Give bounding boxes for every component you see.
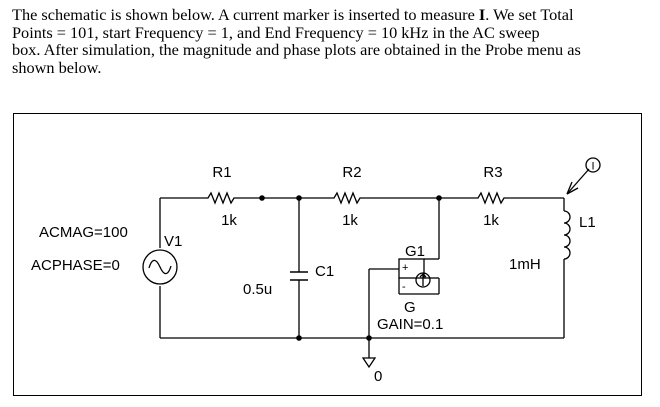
schematic-frame: R1 1k R2 1k R3 1k ACMAG=100 ACPHASE=0 V1… (13, 113, 642, 396)
problem-text: The schematic is shown below. A current … (12, 6, 652, 76)
g1-minus-label: - (402, 281, 406, 293)
ac-source-v1 (142, 249, 178, 285)
text-line-3: box. After simulation, the magnitude and… (12, 40, 581, 59)
ground-label: 0 (374, 368, 382, 385)
schematic-diagram: R1 1k R2 1k R3 1k ACMAG=100 ACPHASE=0 V1… (31, 157, 601, 385)
capacitor-c1 (290, 271, 308, 281)
l1-value-label: 1mH (509, 256, 541, 273)
g1-g-label: G (404, 299, 416, 316)
text-line-1: The schematic is shown below. A current … (12, 5, 574, 24)
r2-ref-label: R2 (342, 164, 361, 181)
resistor-r2 (319, 191, 381, 205)
acphase-label: ACPHASE=0 (31, 257, 120, 274)
g1-plus-label: + (402, 262, 408, 274)
g1-gain-label: GAIN=0.1 (377, 316, 443, 333)
c1-value-label: 0.5u (243, 281, 272, 298)
current-marker-label: I (591, 161, 594, 173)
g1-ref-label: G1 (405, 243, 425, 260)
acmag-label: ACMAG=100 (39, 224, 128, 241)
current-marker-icon (566, 157, 601, 195)
text-line-4: shown below. (12, 57, 102, 77)
c1-ref-label: C1 (315, 263, 334, 280)
inductor-l1 (563, 210, 571, 260)
r1-value-label: 1k (221, 212, 237, 229)
controlled-source-g1 (398, 258, 431, 288)
r3-value-label: 1k (483, 212, 499, 229)
ground-symbol (361, 357, 377, 369)
wires (159, 197, 565, 358)
resistor-r3 (464, 191, 526, 205)
r2-value-label: 1k (342, 212, 358, 229)
resistor-r1 (184, 191, 262, 205)
r1-ref-label: R1 (212, 164, 231, 181)
v1-ref-label: V1 (164, 233, 182, 250)
junction-dots (259, 195, 442, 341)
text-line-2: Points = 101, start Frequency = 1, and E… (12, 22, 540, 42)
r3-ref-label: R3 (483, 164, 502, 181)
bold-current-symbol: I (478, 5, 486, 24)
l1-ref-label: L1 (579, 214, 596, 231)
